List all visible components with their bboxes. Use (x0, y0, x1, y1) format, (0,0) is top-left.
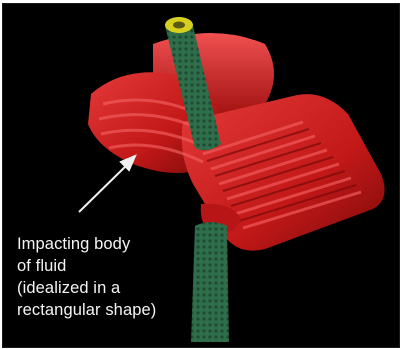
annotation-label: Impacting body of fluid (idealized in a … (17, 233, 227, 321)
simulation-render: Impacting body of fluid (idealized in a … (2, 3, 400, 348)
annotation-arrow (79, 156, 135, 212)
